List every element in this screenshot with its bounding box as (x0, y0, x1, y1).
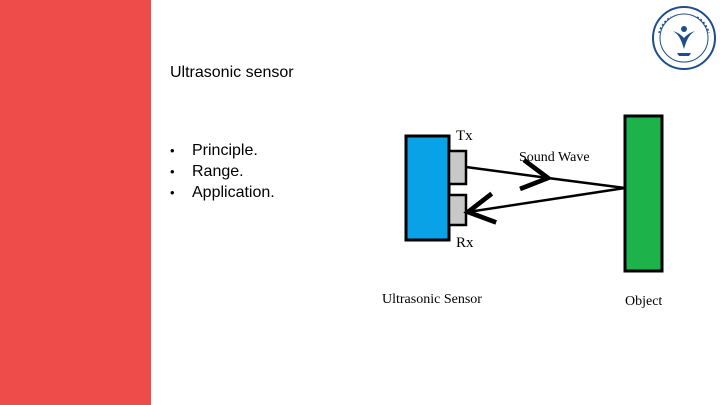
sensor-caption: Ultrasonic Sensor (382, 292, 482, 307)
bullet-list: • Principle. • Range. • Application. (170, 140, 275, 203)
object-caption: Object (625, 294, 662, 309)
bullet-text: Application. (192, 184, 275, 201)
slide-title: Ultrasonic sensor (170, 64, 294, 81)
bullet-text: Range. (192, 163, 244, 180)
wave-to-object-line (547, 176, 626, 190)
bullet-marker: • (170, 185, 175, 200)
rx-label: Rx (456, 235, 474, 251)
receiver-transducer (447, 193, 468, 227)
object-block (623, 114, 664, 273)
transmitter-transducer (447, 149, 468, 186)
sensor-body (404, 134, 451, 242)
university-seal-icon (652, 6, 716, 70)
ultrasonic-sensor-diagram: Tx Rx Sound Wave Ultrasonic Sensor Objec… (382, 114, 664, 309)
side-accent-bar (0, 0, 151, 405)
sound-wave-label: Sound Wave (519, 150, 590, 165)
tx-label: Tx (456, 128, 473, 144)
bullet-marker: • (170, 143, 175, 158)
bullet-item: • Application. (170, 182, 275, 203)
reflected-wave-arrow (463, 186, 626, 225)
transmitted-wave-arrow (465, 158, 553, 192)
bullet-text: Principle. (192, 142, 258, 159)
bullet-item: • Range. (170, 161, 275, 182)
bullet-item: • Principle. (170, 140, 275, 161)
bullet-marker: • (170, 164, 175, 179)
